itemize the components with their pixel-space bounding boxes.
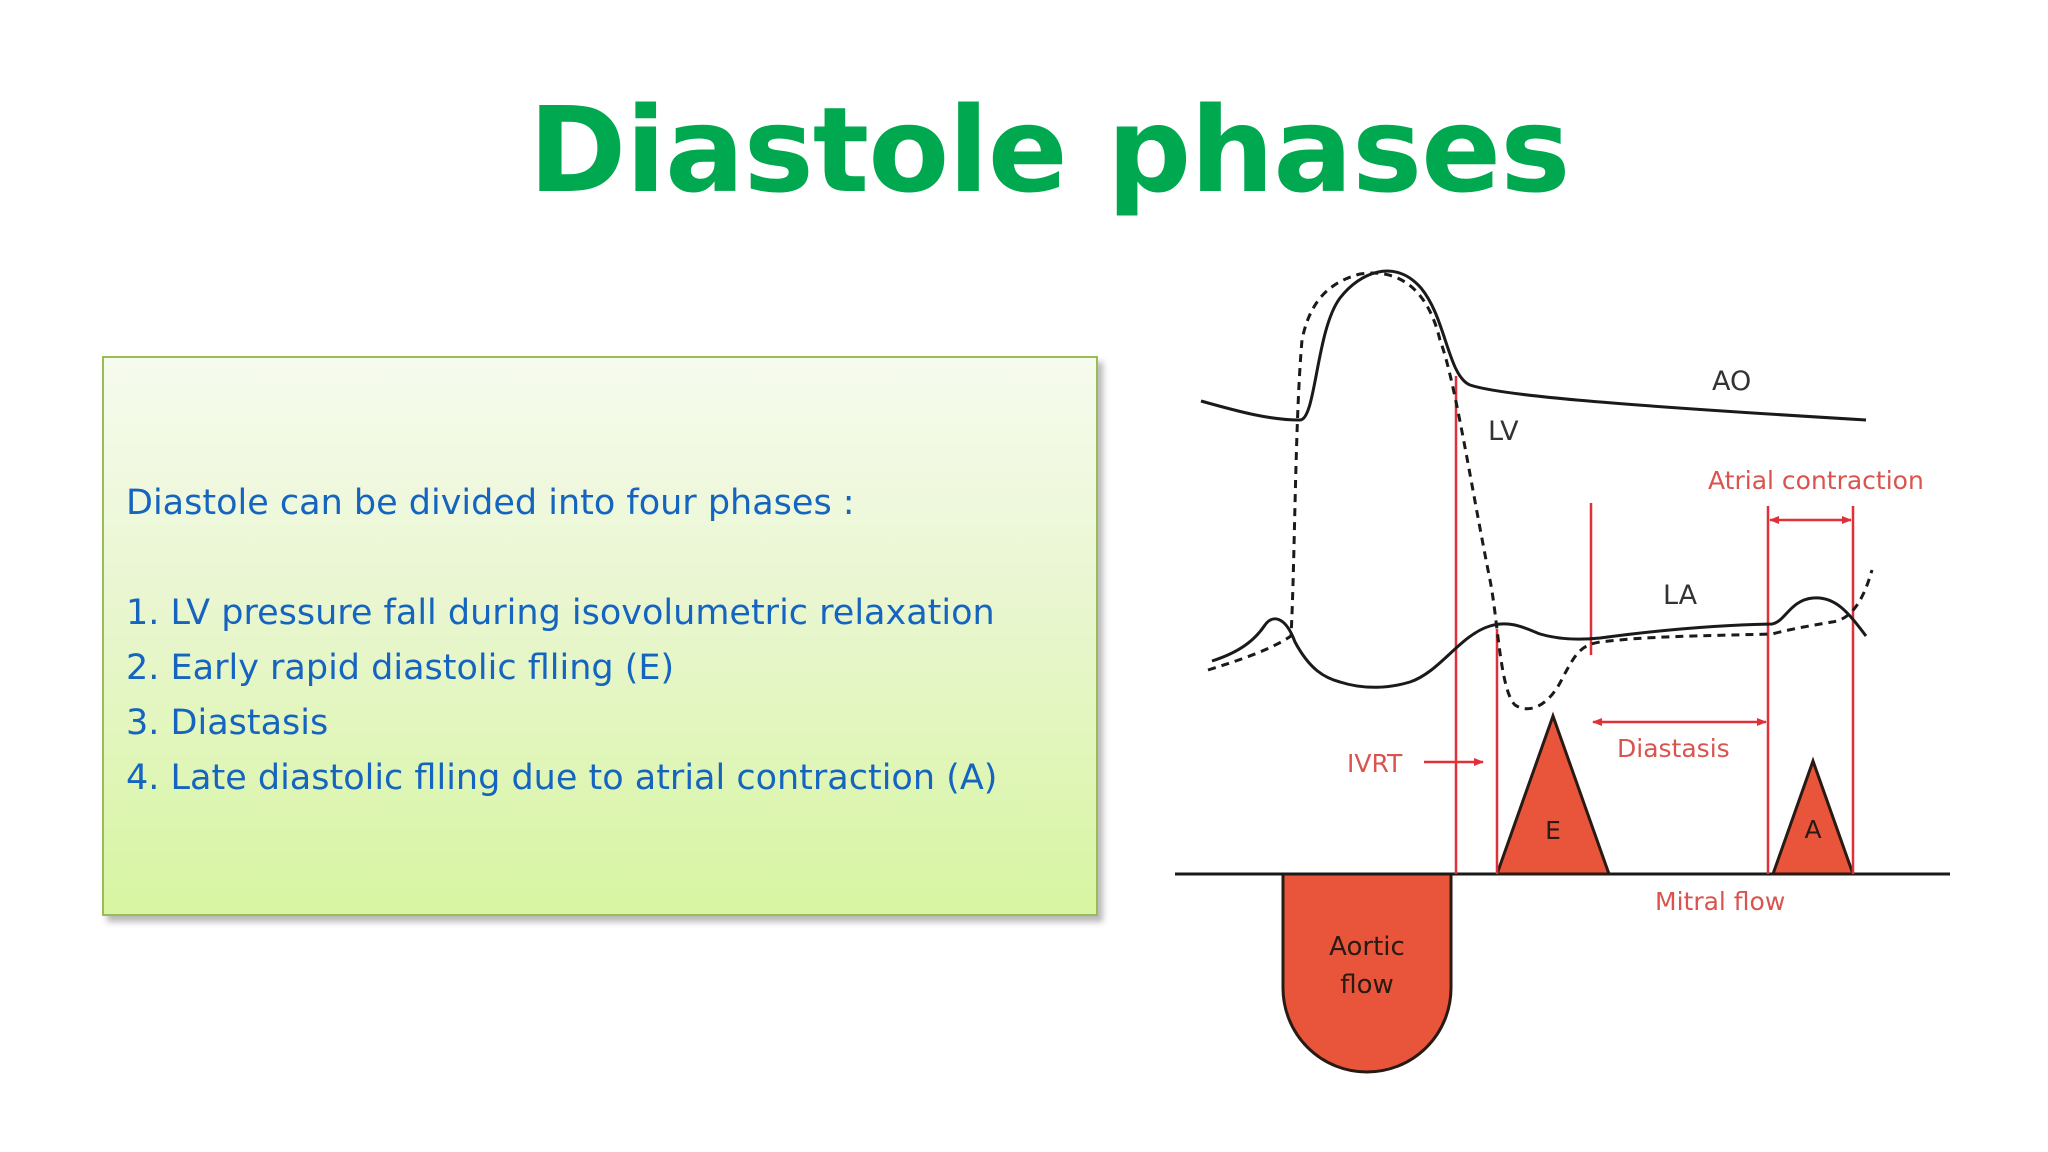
label-e-wave: E [1545, 816, 1561, 845]
label-diastasis: Diastasis [1617, 734, 1730, 763]
phase-item-1: 1. LV pressure fall during isovolumetric… [126, 593, 995, 633]
intro-text: Diastole can be divided into four phases… [126, 483, 855, 523]
e-wave-triangle [1494, 711, 1612, 876]
a-wave-triangle [1770, 756, 1856, 876]
label-mitral-flow: Mitral flow [1655, 887, 1785, 916]
phases-text-box: Diastole can be divided into four phases… [102, 356, 1098, 916]
lv-pressure-curve [1207, 271, 1874, 711]
phase-item-4: 4. Late diastolic flling due to atrial c… [126, 758, 998, 798]
label-a-wave: A [1804, 815, 1821, 844]
label-lv: LV [1488, 416, 1519, 447]
phase-item-2: 2. Early rapid diastolic flling (E) [126, 648, 675, 688]
la-pressure-curve [1211, 596, 1868, 689]
label-ivrt: IVRT [1347, 749, 1403, 778]
label-atrial-contraction: Atrial contraction [1708, 466, 1924, 495]
label-ao: AO [1712, 366, 1751, 397]
label-aortic-flow-line1: Aortic [1329, 932, 1405, 962]
ao-pressure-curve [1200, 269, 1867, 422]
label-aortic-flow-line2: flow [1340, 970, 1394, 1000]
phase-item-3: 3. Diastasis [126, 703, 329, 743]
label-la: LA [1663, 580, 1698, 611]
slide-title: Diastole phases [528, 81, 1571, 219]
aortic-flow-shape [1281, 872, 1453, 1074]
